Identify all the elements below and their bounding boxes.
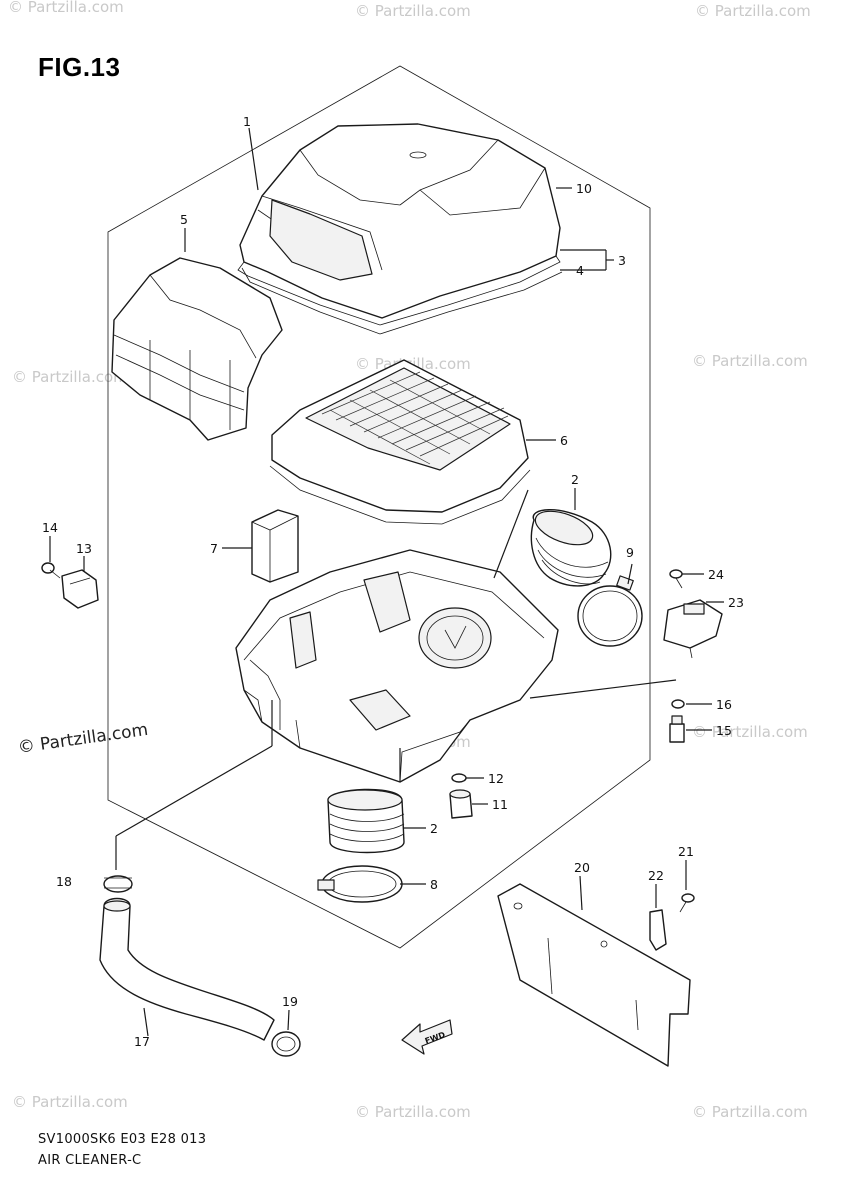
clip-22: [649, 909, 667, 951]
watermark: © Partzilla.com: [355, 2, 471, 20]
watermark: © Partzilla.com: [355, 1103, 471, 1121]
hose-clamp-18: [103, 875, 133, 893]
callout-2-upper: 2: [571, 472, 579, 487]
clamp-19: [271, 1031, 301, 1057]
air-filter-element: [269, 359, 531, 525]
watermark: © Partzilla.com: [692, 723, 808, 741]
o-ring-16: [671, 699, 685, 709]
callout-4: 4: [576, 263, 584, 278]
callout-labels: 1 10 5 3 4 6 2 14 13 7 9 24 23 16 15 12 …: [42, 114, 744, 1049]
watermark: © Partzilla.com: [692, 352, 808, 370]
footer-code: SV1000SK6 E03 E28 013: [38, 1132, 207, 1147]
leader-lines: [49, 127, 724, 1037]
air-cleaner-case: [235, 549, 559, 783]
o-ring-12: [451, 773, 467, 783]
callout-23: 23: [728, 595, 744, 610]
callout-16: 16: [716, 697, 732, 712]
callout-5: 5: [180, 212, 188, 227]
cap-seal-lower: [241, 267, 563, 335]
watermark: © Partzilla.com: [8, 0, 124, 16]
callout-10: 10: [576, 181, 592, 196]
callout-13: 13: [76, 541, 92, 556]
callout-14: 14: [42, 520, 58, 535]
inlet-duct: [111, 257, 283, 441]
callout-19: 19: [282, 994, 298, 1009]
assembly-outline: [107, 65, 651, 949]
callout-3: 3: [618, 253, 626, 268]
callout-12: 12: [488, 771, 504, 786]
clamp-9: [577, 575, 643, 647]
callout-11: 11: [492, 797, 508, 812]
forward-direction-arrow: FWD: [401, 1019, 453, 1055]
bolt-21: [679, 893, 695, 913]
callout-22: 22: [648, 868, 664, 883]
callout-6: 6: [560, 433, 568, 448]
watermark: © Partzilla.com: [695, 2, 811, 20]
sensor-23: [663, 599, 723, 659]
plate-20: [497, 883, 691, 1067]
clamp-8: [317, 865, 403, 903]
drain-hose-17: [99, 897, 275, 1041]
footer-name: AIR CLEANER-C: [38, 1153, 142, 1168]
callout-2-lower: 2: [430, 821, 438, 836]
callout-7: 7: [210, 541, 218, 556]
callout-18: 18: [56, 874, 72, 889]
callout-15: 15: [716, 723, 732, 738]
screw-24: [669, 569, 683, 589]
callout-9: 9: [626, 545, 634, 560]
callout-21: 21: [678, 844, 694, 859]
cap-seal: [237, 255, 561, 326]
callout-8: 8: [430, 877, 438, 892]
intake-joint-upper: [530, 509, 612, 587]
callout-20: 20: [574, 860, 590, 875]
drain-cap: [449, 789, 473, 819]
air-cleaner-cap: [239, 123, 561, 319]
bracket-13: [61, 569, 99, 609]
screw-14: [41, 562, 61, 579]
watermark: © Partzilla.com: [692, 1103, 808, 1121]
figure-title: FIG.13: [38, 52, 121, 82]
watermark: © Partzilla.com: [12, 368, 128, 386]
sensor-15: [669, 715, 685, 743]
sponge-block: [251, 509, 299, 583]
callout-24: 24: [708, 567, 724, 582]
forward-arrow-icon: [401, 1019, 453, 1055]
callout-1: 1: [243, 114, 251, 129]
intake-joint-lower: [327, 788, 405, 854]
watermark: © Partzilla.com: [12, 1093, 128, 1111]
callout-17: 17: [134, 1034, 150, 1049]
